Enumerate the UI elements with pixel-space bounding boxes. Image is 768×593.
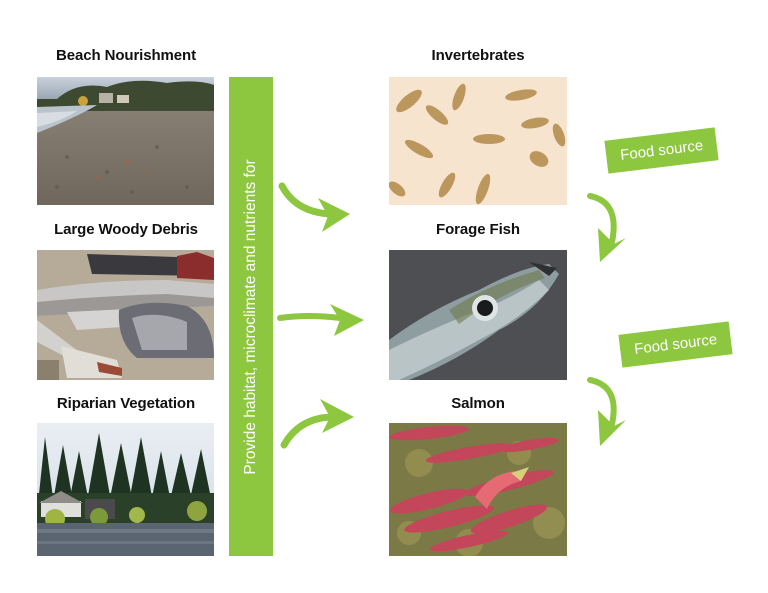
habitat-connector-bar: Provide habitat, microclimate and nutrie… <box>229 77 273 556</box>
curved-arrow-forage-fish-to-salmon-icon <box>587 377 626 446</box>
curved-arrow-to-salmon-icon <box>280 399 354 449</box>
shoreline-trees-photo <box>37 423 214 556</box>
label-beach-nourishment: Beach Nourishment <box>56 47 196 64</box>
zooplankton-photo <box>389 77 567 205</box>
curved-arrow-invertebrates-to-forage-fish-icon <box>587 193 626 262</box>
sand-lance-fish-photo <box>389 250 567 380</box>
food-source-tag-2: Food source <box>618 321 733 368</box>
straight-arrow-to-forage-fish-icon <box>277 304 364 336</box>
curved-arrow-to-invertebrates-icon <box>278 182 350 232</box>
label-large-woody-debris: Large Woody Debris <box>54 221 198 238</box>
label-forage-fish: Forage Fish <box>436 221 520 238</box>
gravel-beach-photo <box>37 77 214 205</box>
label-riparian-vegetation: Riparian Vegetation <box>56 395 196 412</box>
label-invertebrates: Invertebrates <box>431 47 525 64</box>
label-salmon: Salmon <box>451 395 505 412</box>
driftwood-logs-photo <box>37 250 214 380</box>
connector-text: Provide habitat, microclimate and nutrie… <box>242 158 259 475</box>
sockeye-salmon-photo <box>389 423 567 556</box>
food-source-tag-1: Food source <box>604 127 719 174</box>
